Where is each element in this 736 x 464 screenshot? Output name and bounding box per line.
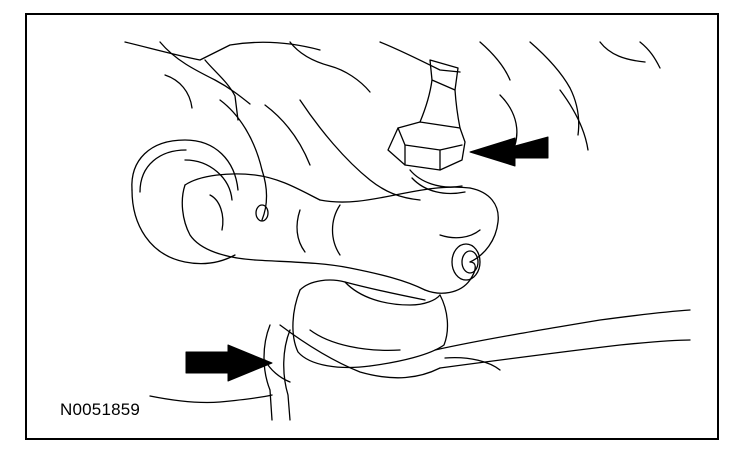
ball-joint-boot <box>292 279 449 369</box>
control-arm <box>181 99 499 294</box>
fastener-bolt <box>439 229 481 281</box>
figure-id-label: N0051859 <box>60 400 141 419</box>
knuckle-bushing <box>131 139 239 265</box>
lower-arrow <box>185 344 273 382</box>
ball-joint-nut <box>387 59 466 195</box>
upper-structure <box>124 41 661 151</box>
lower-arm <box>279 309 691 379</box>
figure-frame: N0051859 <box>25 13 719 440</box>
suspension-drawing <box>124 41 691 421</box>
upper-arrow <box>469 136 549 167</box>
strut-tube <box>149 324 291 421</box>
